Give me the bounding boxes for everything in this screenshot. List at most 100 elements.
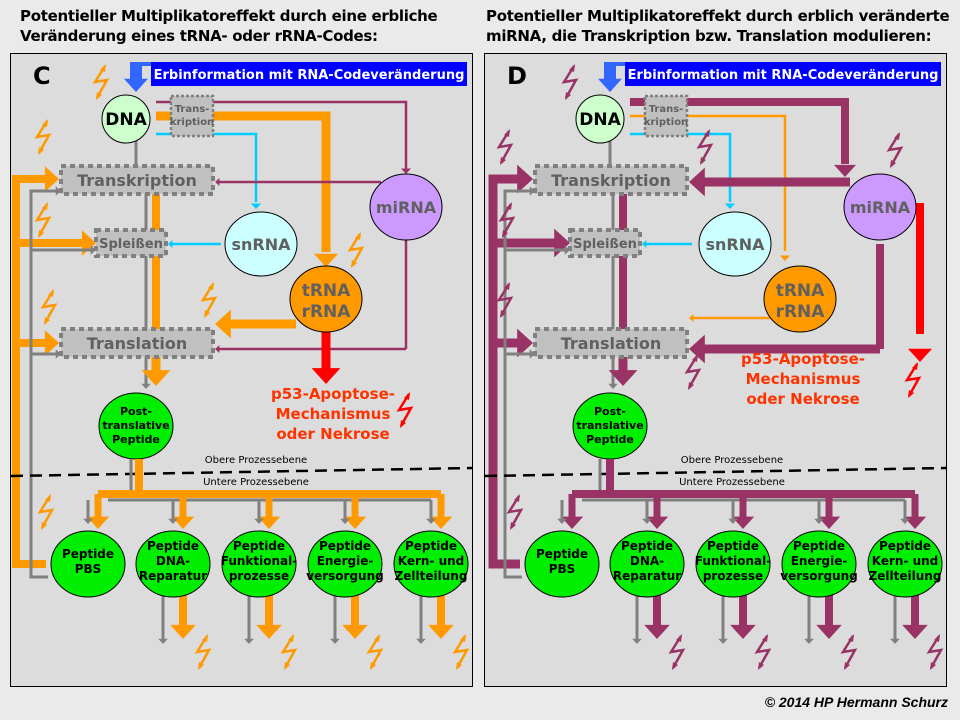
lightning-tip	[370, 662, 376, 670]
peptide-label-line: Kern- und	[872, 554, 939, 568]
snrna-node	[698, 211, 772, 277]
peptide-in-arrow-emph	[731, 494, 755, 529]
arrowhead-icon	[311, 368, 341, 384]
peptide-label-line: Peptide	[319, 539, 371, 553]
small-transkription-label-line: kription	[644, 117, 688, 128]
lightning-tip	[704, 129, 710, 137]
peptide-in-arrow-emph	[903, 494, 927, 529]
upper-level-label: Obere Prozessebene	[681, 455, 783, 466]
arrowhead-icon	[890, 638, 900, 644]
lightning-tip	[848, 634, 854, 642]
peptide-label-line: versorgung	[306, 569, 383, 583]
arrowhead-icon	[141, 383, 151, 389]
peptide-in-arrow-gray	[557, 500, 567, 524]
banner-box	[151, 62, 467, 86]
apoptosis-lightning-icon	[396, 392, 414, 428]
snrna-label: snRNA	[705, 235, 765, 254]
peptide-in-arrow-gray	[900, 500, 910, 524]
trna-rrna-node	[763, 265, 837, 333]
lightning-tip	[208, 282, 214, 290]
lightning-icon	[34, 202, 52, 238]
lightning-path	[498, 203, 516, 237]
feedback-gray-spleissen	[31, 245, 96, 255]
translation-label: Translation	[87, 334, 188, 353]
arrowhead-icon	[343, 516, 367, 529]
peptide-label-line: Peptide	[62, 547, 114, 561]
peptide-in-arrow-gray	[814, 500, 824, 524]
small-transkription-label-line: kription	[170, 117, 214, 128]
title-left-line1: Potentieller Multiplikatoreffekt durch e…	[20, 7, 438, 25]
lightning-icon	[280, 634, 298, 670]
lightning-icon	[561, 64, 579, 100]
blue-input-arrow-shaft	[130, 62, 142, 80]
apoptosis-label-line: Mechanismus	[746, 370, 861, 388]
peptide-label-line: Peptide	[536, 547, 588, 561]
arrowhead-icon	[429, 516, 453, 529]
title-right: Potentieller Multiplikatoreffekt durch e…	[486, 6, 950, 46]
lightning-tip	[672, 662, 678, 670]
lightning-tip	[44, 317, 50, 325]
peptide-in-arrow-gray	[426, 500, 436, 524]
peptide-node	[50, 530, 126, 598]
snrna-to-spleissen	[642, 240, 692, 248]
lightning-path	[506, 495, 524, 529]
apoptosis-label-line: oder Nekrose	[276, 425, 389, 443]
arrowhead-icon	[170, 624, 196, 639]
arrowhead-icon	[517, 328, 533, 358]
feedback-gray-transkription	[505, 186, 535, 196]
peptide-node	[307, 530, 383, 598]
small-transkription-label: Trans-kription	[644, 104, 688, 128]
arrowhead-icon	[215, 178, 220, 186]
transkription-label: Transkription	[551, 171, 671, 190]
spleissen-label: Spleißen	[99, 237, 163, 252]
posttranslational-label-line: Post-	[120, 405, 152, 418]
lightning-icon	[886, 132, 904, 168]
mirna-to-transkription	[689, 167, 850, 197]
peptide-in-arrow-gray	[642, 500, 652, 524]
arrowhead-icon	[645, 516, 669, 529]
arrowhead-icon	[728, 518, 738, 524]
lightning-tip	[288, 634, 294, 642]
translation-label: Translation	[561, 334, 662, 353]
small-transkription-label: Trans-kription	[170, 104, 214, 128]
lightning-path	[452, 635, 470, 669]
arrowhead-icon	[428, 624, 454, 639]
peptide-in-arrow-emph	[171, 494, 195, 529]
lightning-icon	[37, 494, 55, 530]
peptide-label-line: Peptide	[793, 539, 845, 553]
posttranslational-label-line: Peptide	[586, 433, 634, 446]
arrowhead-icon	[401, 168, 411, 174]
lightning-tip	[404, 392, 410, 400]
trna-to-translation	[689, 314, 770, 322]
dna-to-mirna-line	[156, 100, 408, 170]
lightning-icon	[34, 119, 52, 155]
peptide-label-line: Peptide	[147, 539, 199, 553]
spleissen-box	[94, 228, 168, 258]
apoptosis-arrowhead-icon	[908, 348, 932, 362]
lightning-path	[280, 635, 298, 669]
process-level-divider	[11, 466, 472, 478]
arrowhead-icon	[529, 186, 535, 196]
peptide-in-arrow-emph	[257, 494, 281, 529]
peptide-node	[135, 530, 211, 598]
lower-level-label: Untere Prozessebene	[679, 477, 785, 488]
title-right-line2: miRNA, die Transkription bzw. Translatio…	[486, 27, 932, 45]
lightning-tip	[198, 662, 204, 670]
lightning-path	[34, 120, 52, 154]
mirna-to-translation	[215, 345, 406, 353]
peptide-node	[393, 530, 469, 598]
peptide-in-arrow-emph	[343, 494, 367, 529]
lightning-tip	[676, 634, 682, 642]
lightning-tip	[930, 662, 936, 670]
peptide-label-line: Peptide	[707, 539, 759, 553]
small-transkription-label-line: Trans-	[175, 104, 210, 115]
dna-node	[101, 94, 151, 144]
peptide-in-arrow-emph	[645, 494, 669, 529]
arrowhead-icon	[730, 624, 756, 639]
peptide-in-arrow-emph	[429, 494, 453, 529]
